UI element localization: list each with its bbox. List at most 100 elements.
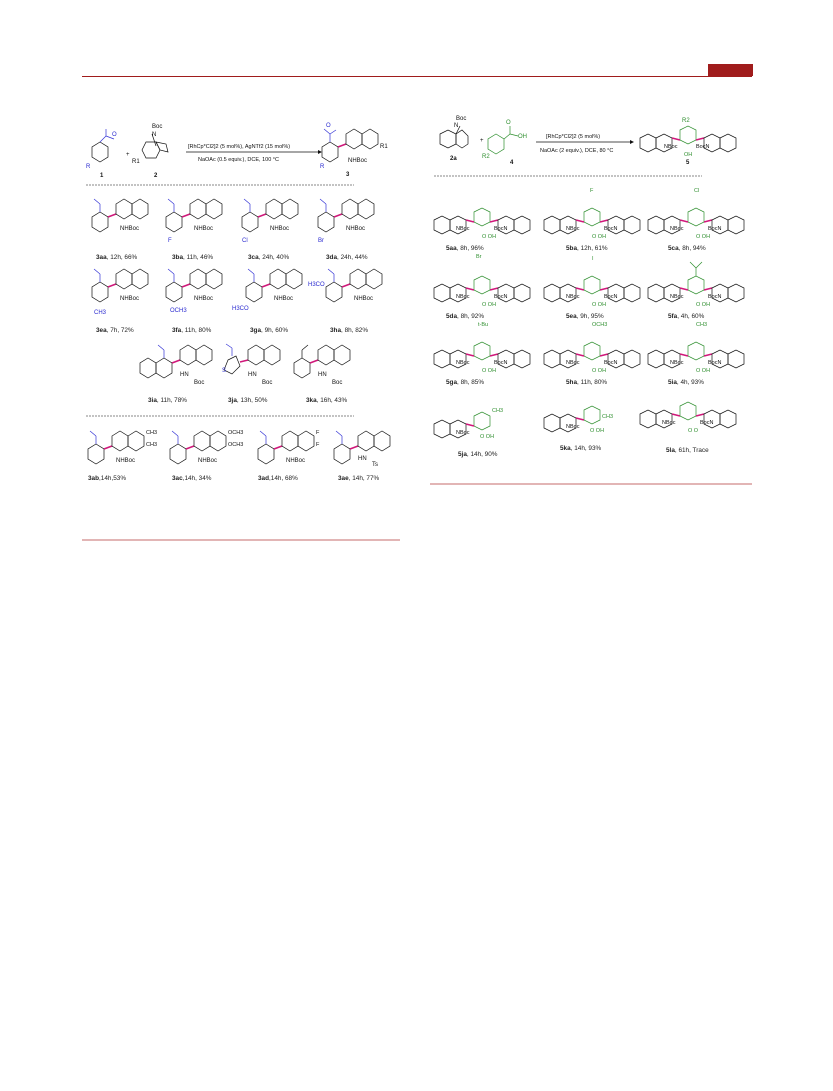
- svg-text:NBoc: NBoc: [456, 360, 470, 366]
- reactant-2a-label: 2a: [450, 156, 457, 162]
- svg-text:NHBoc: NHBoc: [120, 296, 139, 302]
- svg-text:CH3: CH3: [492, 408, 503, 414]
- svg-text:NBoc: NBoc: [566, 424, 580, 430]
- svg-text:F: F: [316, 442, 320, 448]
- svg-text:OCH3: OCH3: [170, 308, 187, 314]
- svg-text:5fa, 4h, 60%: 5fa, 4h, 60%: [668, 313, 705, 320]
- header-rule: [82, 76, 752, 77]
- reactant-4-oh: OH: [518, 134, 527, 140]
- svg-text:NBoc: NBoc: [566, 294, 580, 300]
- reactant-2a-boc: Boc: [456, 116, 466, 122]
- product-5-structure: [639, 125, 737, 153]
- svg-text:5ca, 8h, 94%: 5ca, 8h, 94%: [668, 245, 706, 252]
- svg-text:3ga, 9h, 60%: 3ga, 9h, 60%: [250, 327, 288, 334]
- svg-text:HN: HN: [358, 456, 367, 462]
- svg-text:CH3: CH3: [696, 322, 707, 328]
- svg-text:3ba, 11h, 46%: 3ba, 11h, 46%: [172, 254, 213, 261]
- reactant-1-r: R: [86, 164, 91, 170]
- left-scheme: O R 1 + Boc N R1 2 [RhCp*Cl2]2 (5 mol%),…: [82, 123, 400, 541]
- svg-text:OCH3: OCH3: [592, 322, 607, 328]
- svg-text:O OH: O OH: [696, 302, 710, 308]
- svg-text:Br: Br: [318, 238, 324, 244]
- svg-text:Boc: Boc: [194, 380, 204, 386]
- svg-text:F: F: [316, 430, 320, 436]
- svg-text:Cl: Cl: [242, 238, 248, 244]
- svg-text:NBoc: NBoc: [566, 360, 580, 366]
- reactant-2-n: N: [152, 132, 156, 138]
- svg-text:NHBoc: NHBoc: [274, 296, 293, 302]
- svg-text:5ha, 11h, 80%: 5ha, 11h, 80%: [566, 379, 607, 386]
- product-5-nboc: NBoc: [664, 144, 678, 150]
- product-3-label: 3: [346, 172, 350, 178]
- right-plus-sign: +: [480, 138, 484, 144]
- svg-text:NBoc: NBoc: [456, 226, 470, 232]
- svg-text:3ha, 8h, 82%: 3ha, 8h, 82%: [330, 327, 368, 334]
- svg-text:NHBoc: NHBoc: [198, 458, 217, 464]
- svg-text:O OH: O OH: [590, 428, 604, 434]
- svg-text:O OH: O OH: [592, 368, 606, 374]
- svg-text:NBoc: NBoc: [670, 360, 684, 366]
- svg-text:BocN: BocN: [708, 294, 721, 300]
- row-3aa-3da: NHBoc NHBoc F NHBoc Cl: [91, 198, 375, 261]
- svg-text:3ka, 16h, 43%: 3ka, 16h, 43%: [306, 397, 348, 404]
- svg-text:Cl: Cl: [694, 188, 699, 194]
- svg-text:BocN: BocN: [700, 420, 713, 426]
- svg-text:O O: O O: [688, 428, 699, 434]
- conditions-top: [RhCp*Cl2]2 (5 mol%), AgNTf2 (15 mol%): [188, 144, 290, 150]
- svg-text:BocN: BocN: [494, 360, 507, 366]
- right-scheme: Boc N 2a + O OH R2 4 [RhCp*Cl2]2 (5 mol%…: [430, 116, 752, 485]
- svg-text:NBoc: NBoc: [456, 430, 470, 436]
- svg-text:3aa, 12h, 66%: 3aa, 12h, 66%: [96, 254, 138, 261]
- svg-text:NHBoc: NHBoc: [354, 296, 373, 302]
- product-3-nhboc: NHBoc: [348, 158, 367, 164]
- svg-text:3da, 24h, 44%: 3da, 24h, 44%: [326, 254, 368, 261]
- svg-text:S: S: [222, 368, 226, 374]
- svg-text:NHBoc: NHBoc: [286, 458, 305, 464]
- svg-text:NBoc: NBoc: [456, 294, 470, 300]
- header-page-block: [708, 64, 753, 76]
- svg-text:O OH: O OH: [592, 302, 606, 308]
- svg-text:CH3: CH3: [94, 310, 107, 316]
- svg-text:BocN: BocN: [604, 360, 617, 366]
- svg-text:NHBoc: NHBoc: [270, 226, 289, 232]
- product-5-bocn: BocN: [696, 144, 709, 150]
- svg-text:NBoc: NBoc: [566, 226, 580, 232]
- svg-text:3ja, 13h, 50%: 3ja, 13h, 50%: [228, 397, 268, 404]
- svg-text:Br: Br: [476, 254, 482, 260]
- svg-text:HN: HN: [318, 372, 327, 378]
- svg-text:I: I: [592, 256, 594, 262]
- svg-text:F: F: [168, 238, 172, 244]
- right-conditions-top: [RhCp*Cl2]2 (5 mol%): [546, 134, 600, 140]
- svg-text:5aa, 8h, 96%: 5aa, 8h, 96%: [446, 245, 484, 252]
- svg-text:5ka, 14h, 93%: 5ka, 14h, 93%: [560, 445, 602, 452]
- reactant-1-label: 1: [100, 173, 104, 179]
- svg-text:5ea, 9h, 95%: 5ea, 9h, 95%: [566, 313, 604, 320]
- svg-text:5ga, 8h, 85%: 5ga, 8h, 85%: [446, 379, 484, 386]
- svg-text:NBoc: NBoc: [670, 294, 684, 300]
- svg-text:t-Bu: t-Bu: [478, 322, 488, 328]
- reactant-1-oxygen: O: [112, 132, 117, 138]
- svg-text:Boc: Boc: [262, 380, 272, 386]
- svg-text:OCH3: OCH3: [228, 430, 243, 436]
- svg-text:NHBoc: NHBoc: [194, 226, 213, 232]
- reactant-2-label: 2: [154, 173, 158, 179]
- product-3-r1: R1: [380, 144, 388, 150]
- svg-text:CH3: CH3: [146, 430, 157, 436]
- svg-text:BocN: BocN: [604, 294, 617, 300]
- svg-text:BocN: BocN: [494, 294, 507, 300]
- svg-text:O OH: O OH: [696, 234, 710, 240]
- svg-text:5da, 8h, 92%: 5da, 8h, 92%: [446, 313, 484, 320]
- reactant-4-label: 4: [510, 160, 514, 166]
- plus-sign: +: [126, 152, 130, 158]
- svg-text:O OH: O OH: [482, 302, 496, 308]
- svg-text:CH3: CH3: [602, 414, 613, 420]
- product-5-oh: OH: [684, 152, 692, 158]
- svg-text:5ja, 14h, 90%: 5ja, 14h, 90%: [458, 451, 498, 458]
- svg-text:NHBoc: NHBoc: [116, 458, 135, 464]
- svg-text:5ia, 4h, 93%: 5ia, 4h, 93%: [668, 379, 704, 386]
- svg-text:O OH: O OH: [482, 234, 496, 240]
- svg-text:BocN: BocN: [708, 360, 721, 366]
- product-3-structure: [321, 128, 379, 163]
- svg-text:O OH: O OH: [480, 434, 494, 440]
